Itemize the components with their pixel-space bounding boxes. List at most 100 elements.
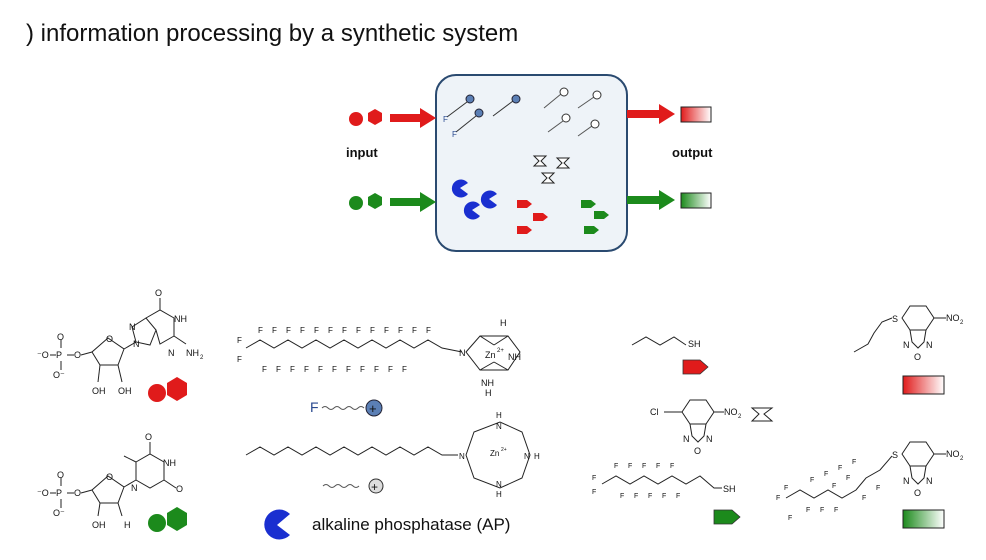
- svg-text:N: N: [133, 339, 140, 349]
- svg-text:F: F: [788, 515, 792, 522]
- svg-text:F: F: [832, 483, 836, 490]
- svg-text:F: F: [834, 507, 838, 514]
- svg-text:O: O: [74, 350, 81, 360]
- svg-text:F: F: [443, 115, 448, 124]
- svg-text:N: N: [131, 483, 138, 493]
- cyclen-ring-2: [465, 421, 531, 489]
- svg-text:N: N: [903, 476, 910, 486]
- input-red-symbol: [349, 109, 382, 126]
- green-tags: [581, 200, 609, 234]
- process-schematic: input output F F: [346, 74, 713, 252]
- F-probe-head: [365, 399, 383, 417]
- input-label: input: [346, 145, 378, 160]
- svg-text:F: F: [776, 495, 780, 502]
- svg-text:F: F: [374, 365, 379, 374]
- svg-text:F: F: [318, 365, 323, 374]
- svg-text:N: N: [706, 434, 713, 444]
- svg-text:NO: NO: [724, 407, 738, 417]
- svg-text:O: O: [74, 488, 81, 498]
- svg-text:F: F: [342, 326, 347, 335]
- svg-text:2: 2: [960, 320, 964, 326]
- svg-text:F: F: [662, 493, 666, 500]
- svg-text:N: N: [168, 348, 175, 358]
- svg-text:SH: SH: [688, 339, 701, 349]
- ap-legend-icon: [264, 509, 290, 540]
- svg-text:O: O: [106, 334, 113, 344]
- svg-text:N: N: [926, 340, 933, 350]
- svg-text:F: F: [838, 465, 842, 472]
- svg-text:H: H: [500, 318, 507, 328]
- output-red-arrow: [627, 104, 675, 124]
- svg-text:F: F: [614, 463, 618, 470]
- input-red-arrow: [390, 108, 436, 128]
- svg-text:O: O: [694, 446, 701, 456]
- nbd-cl-structure: [664, 399, 724, 443]
- thymidine-labels: ⁻O P O O⁻ O O OH H O NH N O: [37, 432, 183, 530]
- svg-text:2: 2: [960, 456, 964, 462]
- svg-text:F: F: [592, 475, 596, 482]
- svg-text:F: F: [846, 475, 850, 482]
- fluoro-probes: [446, 94, 521, 133]
- svg-text:N: N: [683, 434, 690, 444]
- svg-text:O⁻: O⁻: [53, 370, 65, 380]
- svg-text:Zn: Zn: [485, 350, 496, 360]
- svg-text:N: N: [459, 452, 465, 461]
- svg-text:F: F: [784, 485, 788, 492]
- svg-text:H: H: [534, 452, 540, 461]
- svg-text:F: F: [384, 326, 389, 335]
- svg-text:F: F: [412, 326, 417, 335]
- svg-text:O: O: [106, 472, 113, 482]
- svg-text:F: F: [676, 493, 680, 500]
- svg-text:NO: NO: [946, 449, 960, 459]
- svg-text:F: F: [862, 495, 866, 502]
- plain-probe-tail: [322, 484, 360, 488]
- svg-text:NO: NO: [946, 313, 960, 323]
- svg-text:O: O: [57, 470, 64, 480]
- cyclen-ring-1: [465, 335, 521, 371]
- page-title: ) information processing by a synthetic …: [26, 20, 519, 47]
- svg-text:F: F: [300, 326, 305, 335]
- output-red-signal: [680, 106, 712, 123]
- nbd-fluoro-labels: S NO 2 N N O: [892, 449, 964, 498]
- svg-text:N: N: [129, 322, 136, 332]
- svg-text:F: F: [634, 493, 638, 500]
- svg-text:2: 2: [738, 414, 742, 420]
- svg-text:F: F: [852, 459, 856, 466]
- red-tags: [517, 200, 548, 234]
- svg-text:F: F: [656, 463, 660, 470]
- output-label: output: [672, 145, 713, 160]
- F-probe-tail: [321, 406, 365, 410]
- svg-text:F: F: [806, 507, 810, 514]
- svg-text:+: +: [371, 480, 378, 494]
- svg-text:F: F: [360, 365, 365, 374]
- input-green-symbol: [349, 193, 382, 210]
- svg-text:NH: NH: [481, 378, 494, 388]
- svg-text:O: O: [176, 484, 183, 494]
- svg-text:F: F: [290, 365, 295, 374]
- cyclen-labels-1: N H NH Zn 2+ NH H: [459, 318, 521, 398]
- svg-text:F: F: [620, 493, 624, 500]
- svg-text:F: F: [426, 326, 431, 335]
- svg-text:OH: OH: [118, 386, 132, 396]
- nbd-green-signal: [902, 509, 945, 529]
- svg-text:NH: NH: [174, 314, 187, 324]
- svg-text:NH: NH: [508, 352, 521, 362]
- svg-text:F: F: [262, 365, 267, 374]
- nbd-cl-labels: Cl NO 2 N N O: [650, 407, 742, 456]
- svg-text:F: F: [824, 471, 828, 478]
- svg-text:F: F: [332, 365, 337, 374]
- svg-text:F: F: [820, 507, 824, 514]
- svg-text:O: O: [145, 432, 152, 442]
- input-green-arrow: [390, 192, 436, 212]
- svg-text:F: F: [237, 355, 242, 364]
- svg-text:F: F: [258, 326, 263, 335]
- svg-text:2+: 2+: [497, 348, 504, 354]
- svg-text:F: F: [388, 365, 393, 374]
- svg-text:P: P: [56, 488, 62, 498]
- svg-text:N: N: [524, 452, 530, 461]
- svg-text:F: F: [876, 485, 880, 492]
- svg-text:F: F: [304, 365, 309, 374]
